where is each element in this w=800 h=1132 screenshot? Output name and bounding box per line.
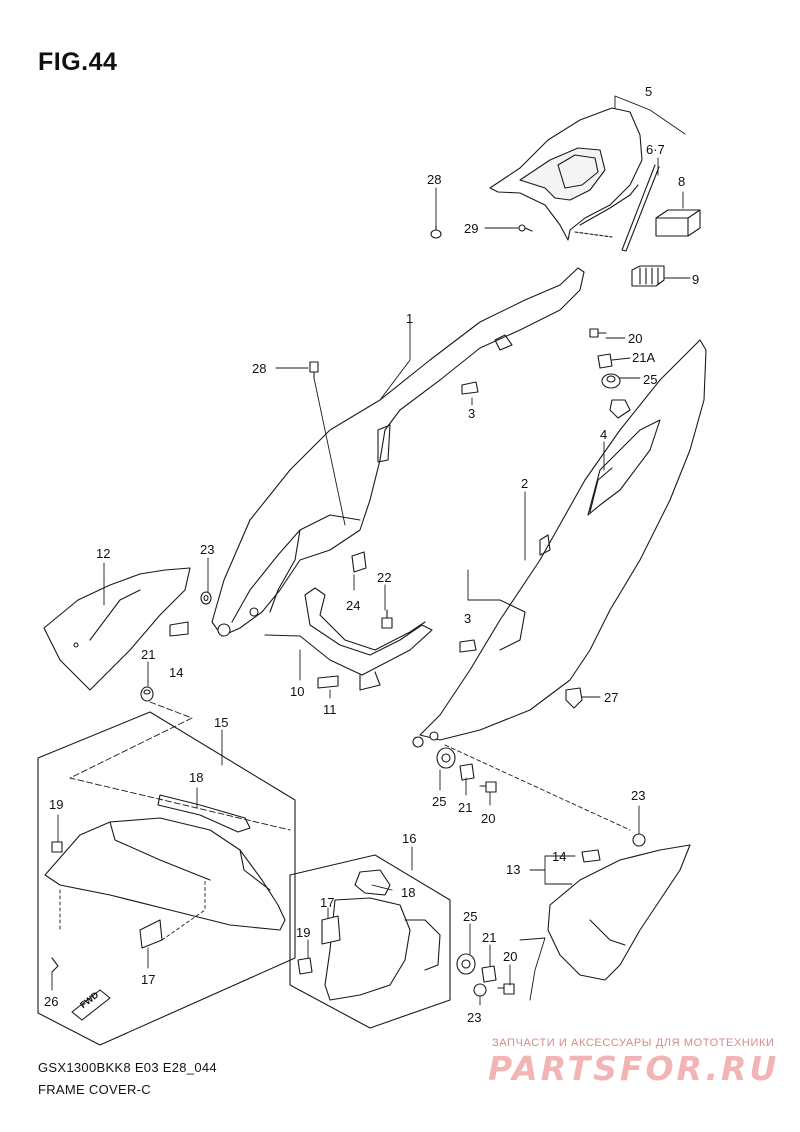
callout-17-right: 17	[320, 895, 335, 910]
callout-25-mid: 25	[432, 794, 447, 809]
callout-5: 5	[645, 84, 653, 99]
grommet-25-mid	[436, 747, 456, 769]
callout-20-low: 20	[503, 949, 518, 964]
figure-title: FIG.44	[38, 48, 118, 76]
bracket-part	[264, 587, 433, 691]
callout-4: 4	[600, 427, 608, 442]
clip-19-left	[51, 841, 63, 853]
callout-25-low: 25	[463, 909, 478, 924]
callout-23-low: 23	[467, 1010, 482, 1025]
cover-13-part	[547, 844, 691, 981]
callout-18-right: 18	[401, 885, 416, 900]
pad-17-left	[139, 919, 163, 949]
clip-19-right	[297, 957, 313, 975]
cushion-part	[631, 265, 665, 287]
callout-8: 8	[678, 174, 686, 189]
callout-20-mid: 20	[481, 811, 496, 826]
pad-14-right	[581, 849, 601, 863]
pad-14-left	[169, 621, 189, 637]
collar-23-low	[473, 983, 487, 997]
collar-23-right	[632, 833, 646, 847]
screw-28-mid	[309, 361, 319, 379]
callout-25-top: 25	[643, 372, 658, 387]
grommet-25-top	[601, 373, 621, 389]
screw-20-low	[497, 983, 515, 995]
cover-15-part	[44, 817, 286, 931]
damper-27	[565, 687, 583, 709]
callout-14-right: 14	[552, 849, 567, 864]
callout-28-mid: 28	[252, 361, 267, 376]
callout-21-left: 21	[141, 647, 156, 662]
section-name: FRAME COVER-C	[38, 1082, 151, 1097]
pad-3-top	[461, 381, 479, 395]
screw-29	[518, 224, 533, 232]
model-code: GSX1300BKK8 E03 E28_044	[38, 1060, 217, 1075]
grommet-24	[351, 551, 367, 573]
callout-27: 27	[604, 690, 619, 705]
watermark-caption: ЗАПЧАСТИ И АКСЕССУАРЫ ДЛЯ МОТОТЕХНИКИ	[492, 1037, 775, 1049]
assembly-box-15	[37, 711, 296, 1046]
collar-21-low	[481, 965, 497, 983]
collar-21-left	[140, 686, 154, 702]
callout-11: 11	[323, 702, 337, 717]
cover-12-part	[43, 567, 191, 691]
callout-29: 29	[464, 221, 479, 236]
callout-20-top: 20	[628, 331, 643, 346]
leader-lines	[51, 95, 691, 1006]
grommet-25-low	[456, 953, 476, 975]
callout-9: 9	[692, 272, 700, 287]
pad-3-low	[459, 639, 477, 653]
trim-18-left	[157, 794, 251, 833]
callout-12: 12	[96, 546, 111, 561]
callout-19-left: 19	[49, 797, 64, 812]
cover-16-part	[324, 897, 441, 1001]
callout-22: 22	[377, 570, 392, 585]
rubber-pad-part	[655, 209, 701, 237]
callout-3-low: 3	[464, 611, 472, 626]
callout-28-top: 28	[427, 172, 442, 187]
collar-21-mid	[459, 763, 475, 781]
screw-20-top	[589, 328, 607, 338]
watermark-brand: PARTSFOR.RU	[488, 1049, 780, 1088]
callout-23-left: 23	[200, 542, 215, 557]
pad-11	[317, 675, 339, 689]
callout-21-mid: 21	[458, 800, 473, 815]
seat-cowl-part	[489, 107, 643, 241]
callout-2: 2	[521, 476, 529, 491]
collar-21A	[597, 353, 613, 369]
callout-19-right: 19	[296, 925, 311, 940]
callout-6-7: 6·7	[646, 142, 665, 157]
frame-cover-upper-part	[211, 267, 585, 637]
callout-14-left: 14	[169, 665, 184, 680]
fwd-arrow-shape	[71, 989, 111, 1021]
callout-3-top: 3	[468, 406, 476, 421]
callout-1: 1	[406, 311, 414, 326]
trim-18-right	[354, 869, 391, 896]
assembly-box-16	[289, 854, 451, 1029]
callout-17-left: 17	[141, 972, 156, 987]
callout-10: 10	[290, 684, 305, 699]
pad-17-right	[321, 915, 341, 945]
callout-15: 15	[214, 715, 229, 730]
callout-24: 24	[346, 598, 361, 613]
callout-16: 16	[402, 831, 417, 846]
screw-28-top	[430, 225, 442, 239]
callout-21-low: 21	[482, 930, 497, 945]
callout-26: 26	[44, 994, 59, 1009]
screw-20-mid	[479, 781, 497, 793]
callout-18-left: 18	[189, 770, 204, 785]
callout-13: 13	[506, 862, 521, 877]
callout-23-right: 23	[631, 788, 646, 803]
collar-23-left	[200, 591, 212, 605]
seal-strip-part	[621, 164, 660, 252]
callout-21A: 21A	[632, 350, 656, 365]
frame-cover-side-part	[412, 339, 707, 748]
rivet-26	[51, 957, 59, 973]
bolt-22	[381, 609, 393, 629]
